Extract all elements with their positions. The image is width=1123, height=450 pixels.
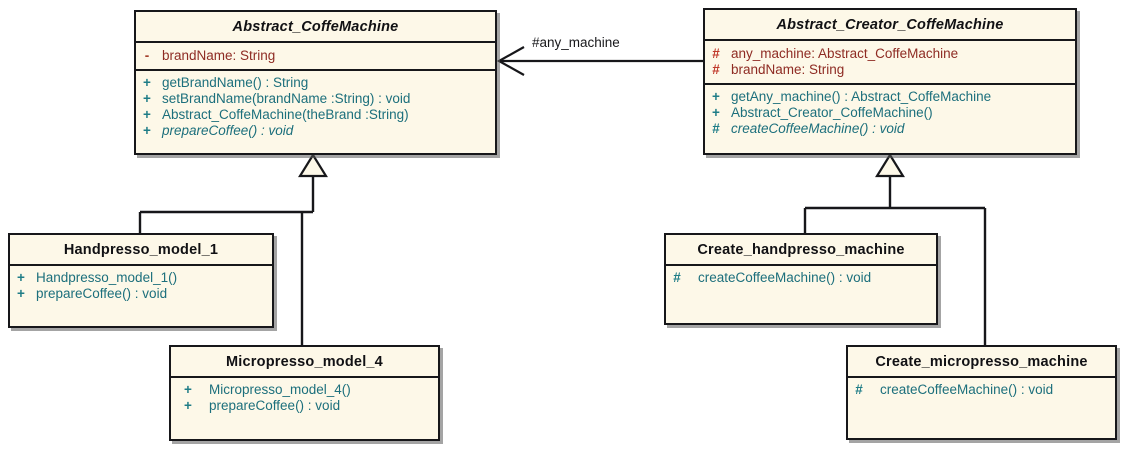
method-label: createCoffeeMachine() : void <box>698 270 872 285</box>
method-label: Handpresso_model_1() <box>36 270 178 285</box>
method-row: # createCoffeeMachine() : void <box>848 382 1115 398</box>
visibility-marker: + <box>17 270 25 285</box>
visibility-marker: + <box>712 89 720 104</box>
visibility-marker: + <box>184 382 192 397</box>
visibility-marker: # <box>712 62 720 77</box>
visibility-marker: + <box>712 105 720 120</box>
class-title-create-micropresso-machine: Create_micropresso_machine <box>875 354 1088 370</box>
method-row: + Handpresso_model_1() <box>10 270 272 286</box>
method-label: createCoffeeMachine() : void <box>880 382 1054 397</box>
method-label: setBrandName(brandName :String) : void <box>162 91 411 106</box>
method-row: + Abstract_CoffeMachine(theBrand :String… <box>136 107 495 123</box>
methods-compartment: + Micropresso_model_4() + prepareCoffee(… <box>171 376 438 418</box>
method-row: + prepareCoffee() : void <box>136 123 495 139</box>
class-box-create-handpresso-machine[interactable]: Create_handpresso_machine # createCoffee… <box>664 233 938 325</box>
method-label: createCoffeeMachine() : void <box>731 121 905 136</box>
class-box-create-micropresso-machine[interactable]: Create_micropresso_machine # createCoffe… <box>846 345 1117 440</box>
attribute-label: brandName: String <box>731 62 845 77</box>
method-row: + getBrandName() : String <box>136 75 495 91</box>
visibility-marker: + <box>184 398 192 413</box>
visibility-marker: + <box>143 123 151 138</box>
visibility-marker: # <box>712 46 720 61</box>
method-label: Micropresso_model_4() <box>209 382 351 397</box>
class-title-abstract-creator-coffemachine: Abstract_Creator_CoffeMachine <box>776 17 1004 33</box>
class-title-create-handpresso-machine: Create_handpresso_machine <box>697 242 905 258</box>
attributes-compartment: - brandName: String <box>136 41 495 69</box>
method-label: getBrandName() : String <box>162 75 309 90</box>
visibility-marker: # <box>855 382 863 397</box>
method-row: # createCoffeeMachine() : void <box>705 121 1075 137</box>
method-row: # createCoffeeMachine() : void <box>666 270 936 286</box>
visibility-marker: + <box>143 107 151 122</box>
method-label: prepareCoffee() : void <box>162 123 294 138</box>
attribute-label: brandName: String <box>162 48 276 63</box>
visibility-marker: # <box>712 121 720 136</box>
association-label-any-machine: #any_machine <box>532 35 620 50</box>
class-box-abstract-coffemachine[interactable]: Abstract_CoffeMachine - brandName: Strin… <box>134 10 497 155</box>
class-title-micropresso-model-4: Micropresso_model_4 <box>226 354 383 370</box>
visibility-marker: - <box>144 48 150 63</box>
visibility-marker: + <box>17 286 25 301</box>
method-label: prepareCoffee() : void <box>209 398 341 413</box>
methods-compartment: + getAny_machine() : Abstract_CoffeMachi… <box>705 83 1075 141</box>
method-row: + getAny_machine() : Abstract_CoffeMachi… <box>705 89 1075 105</box>
class-title-handpresso-model-1: Handpresso_model_1 <box>63 242 219 258</box>
attributes-compartment: # any_machine: Abstract_CoffeMachine # b… <box>705 39 1075 83</box>
methods-compartment: + getBrandName() : String + setBrandName… <box>136 69 495 143</box>
method-label: prepareCoffee() : void <box>36 286 168 301</box>
class-box-abstract-creator-coffemachine[interactable]: Abstract_Creator_CoffeMachine # any_mach… <box>703 8 1077 155</box>
attribute-row: - brandName: String <box>136 48 495 64</box>
attribute-row: # any_machine: Abstract_CoffeMachine <box>705 46 1075 62</box>
visibility-marker: + <box>143 91 151 106</box>
method-row: + setBrandName(brandName :String) : void <box>136 91 495 107</box>
method-label: getAny_machine() : Abstract_CoffeMachine <box>731 89 992 104</box>
methods-compartment: # createCoffeeMachine() : void <box>848 376 1115 402</box>
attribute-row: # brandName: String <box>705 62 1075 78</box>
visibility-marker: + <box>143 75 151 90</box>
class-title-abstract-coffemachine: Abstract_CoffeMachine <box>232 19 399 35</box>
method-row: + prepareCoffee() : void <box>171 398 438 414</box>
methods-compartment: + Handpresso_model_1() + prepareCoffee()… <box>10 264 272 306</box>
method-label: Abstract_CoffeMachine(theBrand :String) <box>162 107 409 122</box>
method-row: + prepareCoffee() : void <box>10 286 272 302</box>
methods-compartment: # createCoffeeMachine() : void <box>666 264 936 290</box>
class-box-handpresso-model-1[interactable]: Handpresso_model_1 + Handpresso_model_1(… <box>8 233 274 328</box>
visibility-marker: # <box>673 270 681 285</box>
method-label: Abstract_Creator_CoffeMachine() <box>731 105 933 120</box>
attribute-label: any_machine: Abstract_CoffeMachine <box>731 46 959 61</box>
class-box-micropresso-model-4[interactable]: Micropresso_model_4 + Micropresso_model_… <box>169 345 440 441</box>
method-row: + Abstract_Creator_CoffeMachine() <box>705 105 1075 121</box>
method-row: + Micropresso_model_4() <box>171 382 438 398</box>
association-any-machine <box>496 46 703 76</box>
